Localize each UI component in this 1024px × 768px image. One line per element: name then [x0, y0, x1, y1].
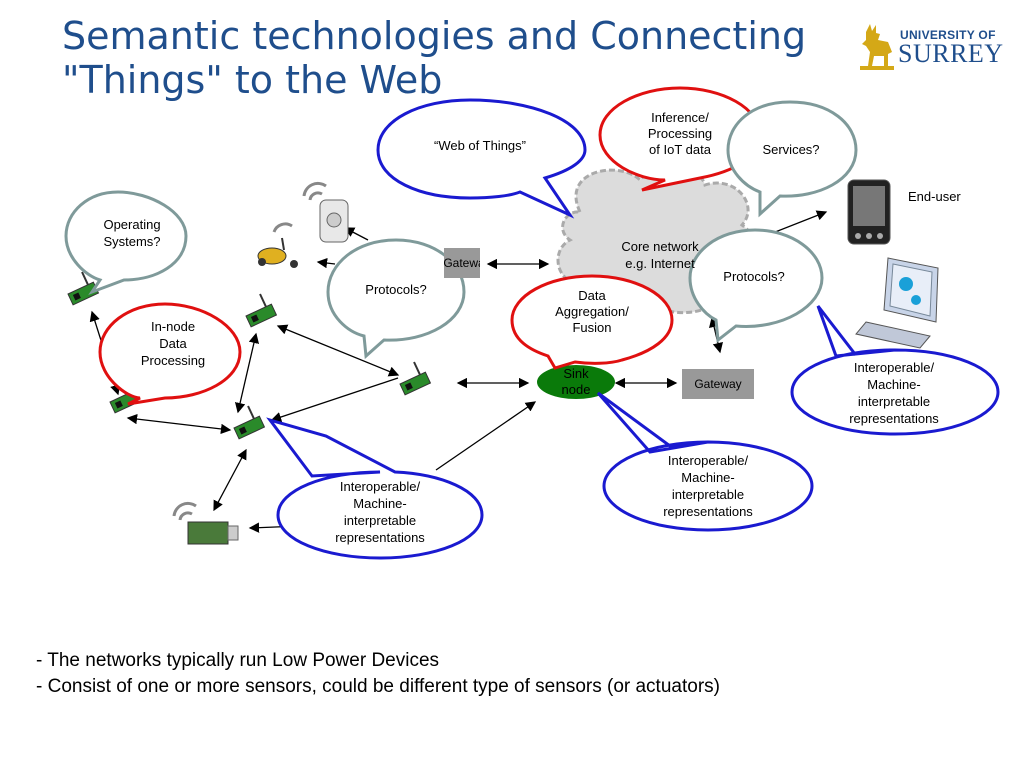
aggregation-line-2: Aggregation/: [555, 304, 629, 319]
interop-left-line-2: Machine-: [353, 496, 407, 511]
callout-protocols-right: [688, 228, 824, 343]
slide-title: Semantic technologies and Connecting "Th…: [62, 14, 806, 102]
sink-node-line-1: Sink: [563, 366, 589, 381]
usb-sensor-icon: [172, 501, 239, 545]
interop-mid-label: Interoperable/ Machine- interpretable re…: [638, 452, 778, 520]
link-sensor-c: [234, 332, 260, 414]
interop-mid-line-1: Interoperable/: [667, 453, 749, 468]
protocols-right-label: Protocols?: [723, 269, 785, 284]
robot-device-icon: [257, 222, 298, 268]
bullet-item-1: - The networks typically run Low Power D…: [36, 650, 440, 671]
end-user-label: End-user: [908, 189, 961, 204]
inference-label: Inference/ Processing of IoT data: [622, 110, 738, 158]
inference-line-1: Inference/: [651, 110, 709, 125]
university-logo: UNIVERSITY OF SURREY: [858, 22, 1003, 72]
bullet-item-2: - Consist of one or more sensors, could …: [36, 676, 720, 697]
interop-right-line-1: Interoperable/: [853, 360, 935, 375]
link-robot: [316, 257, 336, 269]
logo-line-2: SURREY: [898, 39, 1004, 68]
link-plug: [343, 227, 369, 241]
aggregation-line-1: Data: [578, 288, 606, 303]
callout-protocols-left: [326, 238, 466, 360]
gateway-right-label: Gateway: [694, 377, 742, 391]
interop-right-label: Interoperable/ Machine- interpretable re…: [824, 359, 964, 427]
gateway-top: Gateway: [444, 248, 480, 278]
sensor-node-5: [399, 361, 432, 396]
protocols-left-label: Protocols?: [365, 282, 427, 297]
in-node-line-1: In-node: [150, 319, 196, 334]
interop-mid-line-3: interpretable: [671, 487, 745, 502]
in-node-line-2: Data: [159, 336, 187, 351]
logo-line-1: UNIVERSITY OF: [900, 28, 996, 42]
inference-line-2: Processing: [647, 126, 713, 141]
callout-interop-left: [266, 417, 484, 560]
core-network-label: Core network e.g. Internet: [606, 238, 706, 272]
in-node-label: In-node Data Processing: [120, 318, 226, 369]
web-of-things-label: “Web of Things”: [433, 138, 526, 153]
link-sensor-a: [276, 324, 400, 377]
interop-mid-line-4: representations: [663, 504, 753, 519]
aggregation-line-3: Fusion: [572, 320, 612, 335]
interop-mid-line-2: Machine-: [681, 470, 735, 485]
sink-node-line-2: node: [561, 382, 591, 397]
computer-icon: [855, 257, 939, 349]
gateway-right: Gateway: [682, 369, 754, 399]
link-sensor-f: [213, 448, 247, 512]
aggregation-label: Data Aggregation/ Fusion: [534, 288, 650, 336]
interop-right-line-3: interpretable: [857, 394, 931, 409]
callout-in-node: [98, 302, 242, 406]
bullet-list: - The networks typically run Low Power D…: [36, 648, 720, 700]
callout-operating-systems: [64, 190, 188, 296]
stag-icon: [860, 24, 894, 70]
core-network-line-2: e.g. Internet: [625, 256, 695, 271]
network-diagram: [64, 86, 1000, 560]
title-line-2: "Things" to the Web: [62, 58, 443, 102]
link-sensor-b: [270, 377, 399, 423]
link-interop-sink: [435, 401, 537, 471]
smart-plug-icon: [302, 181, 349, 243]
core-network-line-1: Core network: [621, 239, 699, 254]
in-node-line-3: Processing: [140, 353, 206, 368]
callout-interop-right: [790, 305, 1000, 436]
interop-right-line-4: representations: [849, 411, 939, 426]
services-label: Services?: [762, 142, 820, 157]
interop-left-label: Interoperable/ Machine- interpretable re…: [310, 478, 450, 546]
operating-systems-label: Operating Systems?: [78, 216, 186, 250]
inference-line-3: of IoT data: [649, 142, 711, 157]
callout-interop-mid: [596, 391, 814, 532]
sink-node-label: Sink node: [551, 366, 601, 398]
gateway-top-label: Gateway: [443, 256, 491, 270]
title-line-1: Semantic technologies and Connecting: [62, 14, 807, 58]
phone-icon: [847, 179, 891, 245]
callout-services: [726, 100, 858, 218]
callout-web-of-things: [376, 98, 587, 219]
sensor-node-4: [233, 405, 266, 440]
interop-right-line-2: Machine-: [867, 377, 921, 392]
interop-left-line-1: Interoperable/: [339, 479, 421, 494]
sensor-node-3: [245, 293, 278, 328]
sink-node: [537, 365, 615, 399]
operating-systems-line-1: Operating: [103, 217, 161, 232]
interop-left-line-4: representations: [335, 530, 425, 545]
link-sensor-d: [126, 413, 232, 435]
callout-aggregation: [510, 274, 674, 370]
interop-left-line-3: interpretable: [343, 513, 417, 528]
operating-systems-line-2: Systems?: [103, 234, 161, 249]
